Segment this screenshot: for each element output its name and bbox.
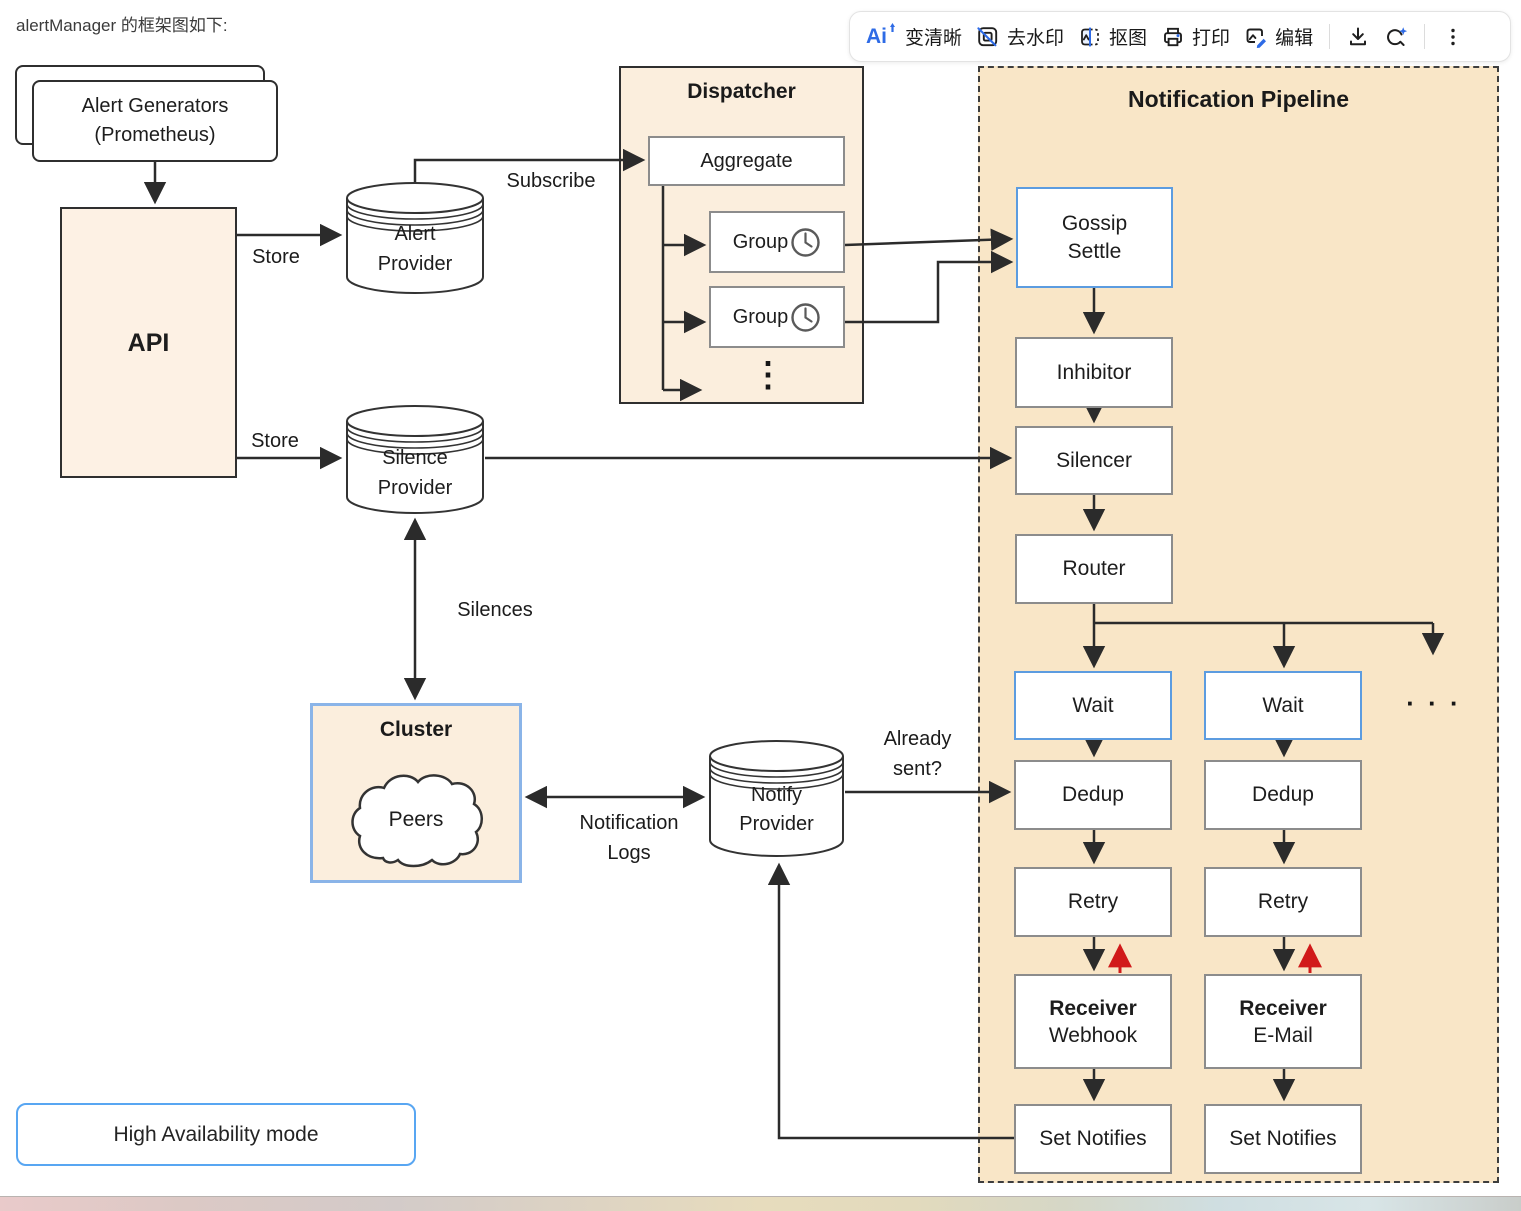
ai-search-button[interactable] [1384,25,1408,49]
inhibitor-box: Inhibitor [1015,337,1173,408]
high-availability-label: High Availability mode [113,1122,319,1146]
receiver-line1: Receiver [1049,996,1137,1020]
clock-icon [791,227,820,257]
store-label-2: Store [251,430,299,452]
notify-provider-line1: Notify [750,784,803,806]
notify-provider-line2: Provider [739,813,814,835]
high-availability-box: High Availability mode [16,1103,416,1166]
group-label: Group [732,231,789,253]
print-button[interactable]: 打印 [1161,23,1230,50]
silence-provider-line2: Provider [377,477,453,499]
dispatcher-title: Dispatcher [687,80,796,103]
download-button[interactable] [1346,25,1370,49]
silencer-box: Silencer [1015,426,1173,495]
receiver-line2: E-Mail [1253,1023,1313,1047]
retry-box-1: Retry [1014,867,1172,937]
set-notifies-box-2: Set Notifies [1204,1104,1362,1174]
store-label-1: Store [252,246,300,268]
silencer-label: Silencer [1056,448,1132,472]
dedup-box-1: Dedup [1014,760,1172,830]
api-label: API [127,328,170,357]
edit-label: 编辑 [1275,28,1314,49]
page-title: alertManager 的框架图如下: [16,16,228,35]
aggregate-label: Aggregate [700,150,793,172]
retry-label: Retry [1257,890,1309,913]
retry-label: Retry [1067,890,1119,913]
gossip-line1: Gossip [1061,211,1128,235]
group-label: Group [732,306,789,328]
group-box-1: Group [709,211,845,273]
silence-provider-db: Silence Provider [345,403,485,515]
retry-box-2: Retry [1204,867,1362,937]
edit-icon [1246,28,1267,48]
already-sent-label: Already sent? [883,728,952,780]
silence-provider-line1: Silence [382,447,448,469]
clock-icon [791,302,820,332]
wait-box-2: Wait [1204,671,1362,740]
router-box: Router [1015,534,1173,604]
set-notifies-label: Set Notifies [1039,1127,1147,1150]
receiver-webhook-box: Receiver Webhook [1014,974,1172,1069]
cutout-icon [1081,27,1099,46]
toolbar-divider [1424,24,1426,49]
peers-label: Peers [388,808,444,831]
set-notifies-box-1: Set Notifies [1014,1104,1172,1174]
api-box: API [60,207,237,478]
group-box-2: Group [709,286,845,348]
edit-button[interactable]: 编辑 [1244,23,1313,50]
alert-provider-line1: Alert [394,223,436,245]
dispatcher-ellipsis: ⋮ [751,356,785,394]
cluster-container: Cluster Peers [310,703,522,883]
next-section-edge [0,1196,1521,1211]
receiver-line2: Webhook [1048,1023,1138,1047]
wait-label: Wait [1262,693,1304,717]
remove-watermark-button[interactable]: 去水印 [976,23,1064,50]
alert-generators-line2: (Prometheus) [94,124,216,146]
print-icon [1164,27,1182,46]
set-notifies-label: Set Notifies [1229,1127,1337,1150]
inhibitor-label: Inhibitor [1056,360,1132,384]
peers-cloud-icon [351,774,483,868]
notification-logs-label: Notification Logs [579,812,679,864]
ai-enhance-button[interactable]: Ai 变清晰 [866,22,963,50]
subscribe-label: Subscribe [506,170,596,192]
receiver-line1: Receiver [1239,996,1327,1020]
more-vertical-icon [1451,28,1455,45]
ai-enhance-icon: Ai [866,22,898,49]
wait-label: Wait [1072,693,1114,717]
receiver-email-box: Receiver E-Mail [1204,974,1362,1069]
sparkle-icon [890,22,895,32]
alert-generators-line1: Alert Generators [81,95,229,117]
image-toolbar: Ai 变清晰 去水印 抠图 打印 [849,11,1511,62]
download-icon [1350,27,1367,45]
print-label: 打印 [1192,28,1231,49]
aggregate-box: Aggregate [648,136,845,186]
router-label: Router [1062,557,1126,580]
dedup-box-2: Dedup [1204,760,1362,830]
remove-watermark-icon [977,26,998,46]
remove-watermark-label: 去水印 [1007,28,1065,49]
gossip-settle-box: Gossip Settle [1016,187,1173,288]
dedup-label: Dedup [1252,783,1314,806]
silences-label: Silences [457,599,533,621]
cluster-title: Cluster [379,718,453,741]
notification-pipeline-title: Notification Pipeline [1127,86,1350,112]
wait-box-1: Wait [1014,671,1172,740]
gossip-line2: Settle [1067,239,1122,263]
more-options-button[interactable] [1441,25,1465,49]
ai-search-icon [1387,26,1408,46]
cutout-label: 抠图 [1109,28,1148,49]
toolbar-divider [1329,24,1331,49]
dedup-label: Dedup [1062,783,1124,806]
pipeline-ellipsis: · · · [1406,688,1462,718]
alert-provider-db: Alert Provider [345,180,485,295]
alert-generators-box: Alert Generators (Prometheus) [32,80,278,162]
notify-provider-db: Notify Provider [708,738,845,858]
alert-provider-line2: Provider [377,253,453,275]
ai-enhance-label: 变清晰 [905,28,963,49]
cutout-button[interactable]: 抠图 [1078,23,1147,50]
